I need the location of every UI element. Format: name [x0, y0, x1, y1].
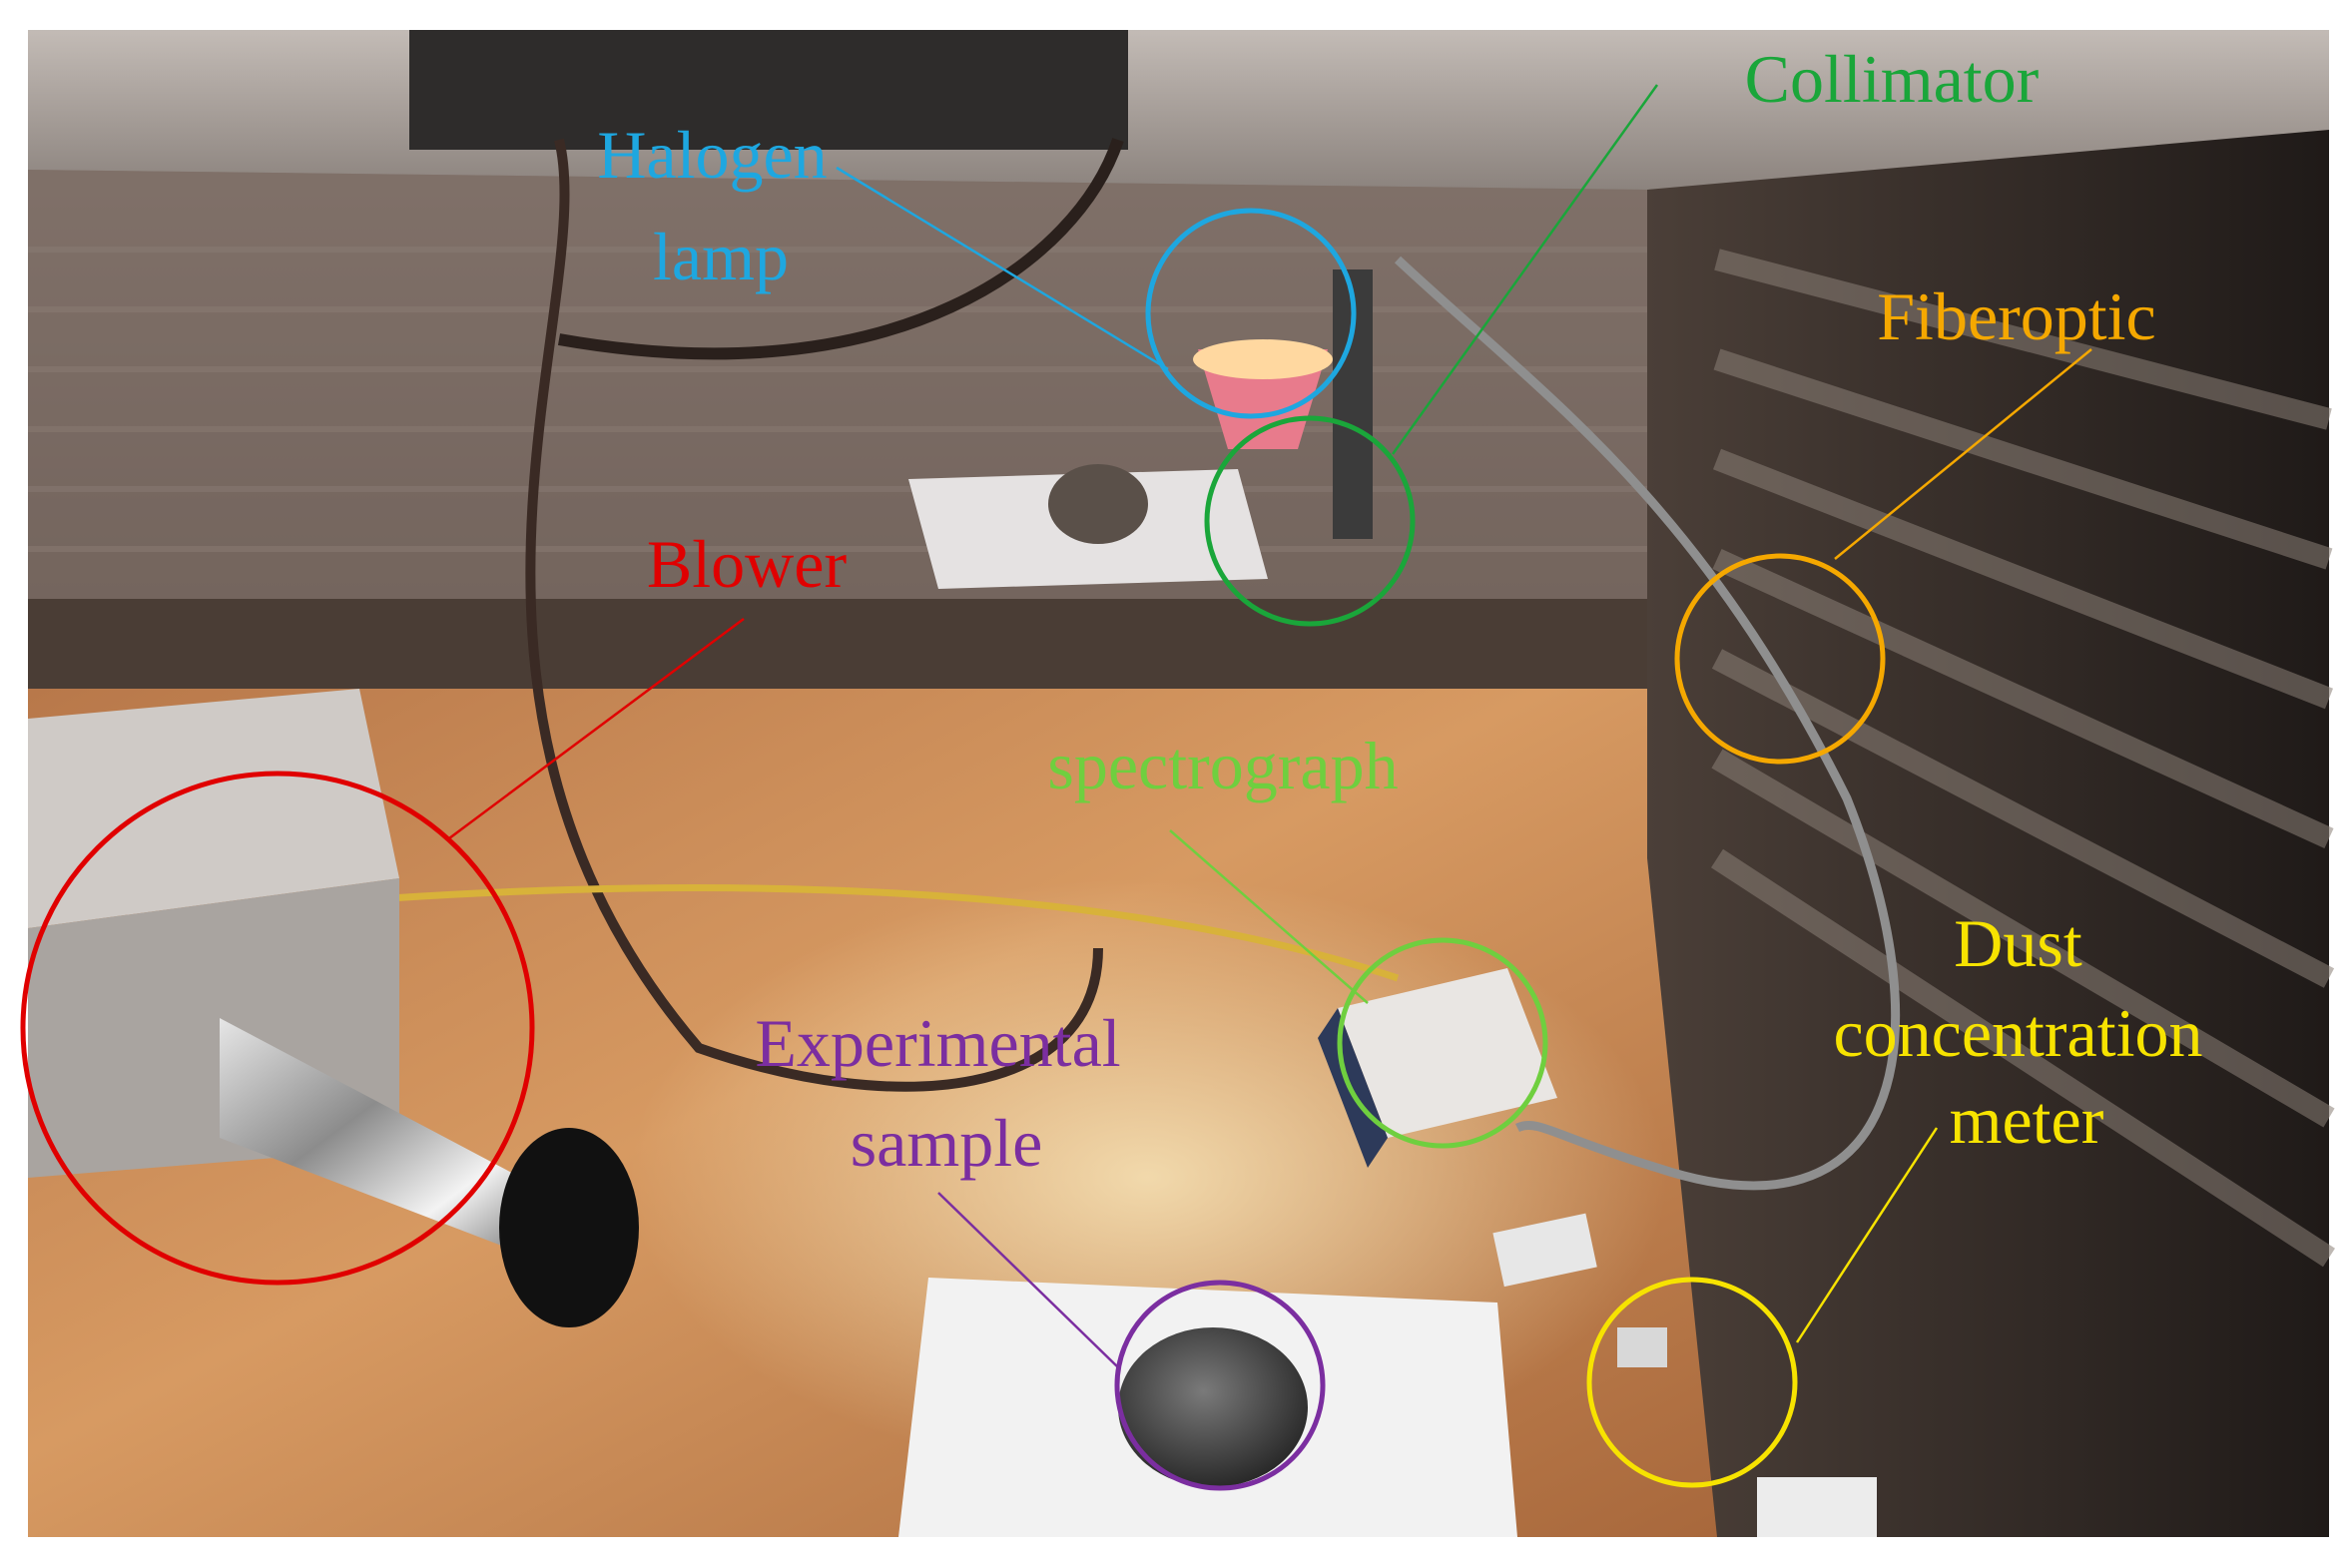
svg-text:Dust concentration: Dust concentration meter — [1833, 905, 2219, 1158]
blower-leader — [448, 617, 745, 840]
spectrograph-marker — [1337, 937, 1548, 1149]
fiberoptic-marker — [1674, 553, 1886, 765]
experimental-sample-label-line2: sample — [851, 1105, 1043, 1181]
experimental-sample-annotation: Experimental sample — [755, 1005, 1326, 1491]
dust-concentration-meter-label-line1: Dust — [1954, 905, 2082, 981]
halogen-lamp-label-line1: Halogen — [597, 117, 827, 193]
collimator-marker — [1204, 415, 1416, 627]
experimental-sample-marker — [1114, 1280, 1326, 1491]
spectrograph-label: spectrograph — [1047, 728, 1398, 803]
collimator-annotation: Collimator — [1204, 41, 2040, 627]
fiberoptic-annotation: Fiberoptic — [1674, 278, 2156, 765]
experimental-sample-label-line1: Experimental — [755, 1005, 1120, 1081]
svg-text:Halogen lamp: Halogen lamp — [597, 117, 844, 294]
dust-concentration-meter-leader — [1795, 1127, 1939, 1343]
halogen-lamp-marker — [1145, 208, 1357, 419]
collimator-leader — [1391, 84, 1659, 455]
experimental-sample-leader — [937, 1192, 1119, 1368]
dust-concentration-meter-marker — [1586, 1277, 1798, 1488]
blower-marker — [20, 771, 535, 1286]
spectrograph-annotation: spectrograph — [1047, 728, 1548, 1149]
dust-concentration-meter-label-line2: concentration — [1833, 995, 2202, 1071]
spectrograph-leader — [1169, 829, 1369, 1004]
halogen-lamp-annotation: Halogen lamp — [597, 117, 1357, 419]
blower-annotation: Blower — [20, 526, 848, 1286]
halogen-lamp-label-line2: lamp — [653, 219, 789, 294]
photo-background — [28, 30, 2336, 1537]
fiberoptic-leader — [1834, 348, 2092, 560]
fiberoptic-label: Fiberoptic — [1877, 278, 2156, 354]
halogen-lamp-leader — [836, 166, 1169, 371]
blower-label: Blower — [647, 526, 848, 602]
collimator-label: Collimator — [1745, 41, 2040, 117]
svg-text:Experimental sample: Experimental sample — [755, 1005, 1137, 1181]
dust-concentration-meter-label-line3: meter — [1950, 1082, 2104, 1158]
dust-concentration-meter-annotation: Dust concentration meter — [1586, 905, 2219, 1488]
